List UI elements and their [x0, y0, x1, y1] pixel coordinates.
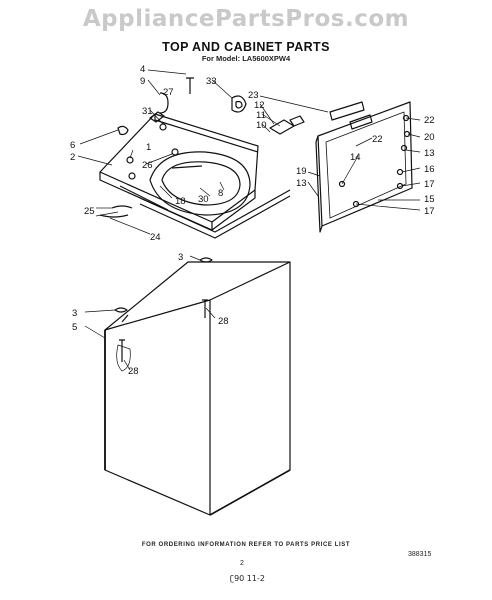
- callout-13-right: 13: [424, 148, 435, 159]
- lid-fasteners: [338, 114, 411, 208]
- cabinet: [104, 261, 291, 516]
- callout-2: 2: [70, 152, 75, 163]
- top-front-trim: [139, 189, 291, 239]
- callout-17-upper: 17: [424, 179, 435, 190]
- callout-5: 5: [72, 322, 77, 333]
- page-number: 2: [240, 560, 244, 567]
- callout-22-lower: 22: [372, 134, 383, 145]
- callout-23: 23: [248, 90, 259, 101]
- callout-11: 11: [256, 110, 266, 121]
- ordering-note: FOR ORDERING INFORMATION REFER TO PARTS …: [141, 542, 351, 548]
- callout-28-lower: 28: [128, 366, 139, 377]
- callout-16: 16: [424, 164, 435, 175]
- callout-1: 1: [146, 142, 151, 153]
- tub-opening: [149, 151, 251, 216]
- hinge-rods: [99, 165, 203, 218]
- callout-12: 12: [254, 100, 265, 111]
- callout-30: 30: [198, 194, 209, 205]
- callout-17-lower: 17: [424, 206, 435, 217]
- callout-27: 27: [163, 87, 174, 98]
- lid-handle: [329, 101, 373, 130]
- leader-lines: [77, 69, 421, 371]
- callout-14: 14: [350, 152, 361, 163]
- watermark-logo: AppliancePartsPros.com: [82, 6, 410, 32]
- top-hinge-parts: [117, 77, 194, 180]
- callout-13-left: 13: [296, 178, 307, 189]
- callout-31: 31: [142, 106, 153, 117]
- callout-18: 18: [175, 196, 186, 207]
- callout-4: 4: [140, 64, 145, 75]
- cabinet-screws: [116, 299, 208, 372]
- callout-25: 25: [84, 206, 95, 217]
- callout-8: 8: [218, 188, 223, 199]
- diagram-title: TOP AND CABINET PARTS: [162, 40, 330, 54]
- callout-22-upper: 22: [424, 115, 435, 126]
- callout-3-upper: 3: [178, 252, 183, 263]
- part-code: 388315: [408, 551, 432, 558]
- callout-33: 33: [206, 76, 217, 87]
- callout-26: 26: [142, 160, 153, 171]
- cabinet-clips: [114, 257, 213, 313]
- callout-28-upper: 28: [218, 316, 229, 327]
- callout-6: 6: [70, 140, 75, 151]
- lid-switch-parts: [231, 95, 305, 135]
- callout-20: 20: [424, 132, 435, 143]
- date-stamp: ʗ90 11-2: [230, 574, 265, 583]
- lid: [315, 101, 413, 233]
- callout-24: 24: [150, 232, 161, 243]
- callout-3-lower: 3: [72, 308, 77, 319]
- model-number: For Model: LA5600XPW4: [201, 54, 291, 63]
- callout-10: 10: [256, 120, 267, 131]
- callout-9: 9: [140, 76, 145, 87]
- callout-labels: 4 9 27 33 31 1 6 2 26 25 18 30 8 24 23 1…: [70, 64, 435, 377]
- callout-19: 19: [296, 166, 307, 177]
- callout-15: 15: [424, 194, 435, 205]
